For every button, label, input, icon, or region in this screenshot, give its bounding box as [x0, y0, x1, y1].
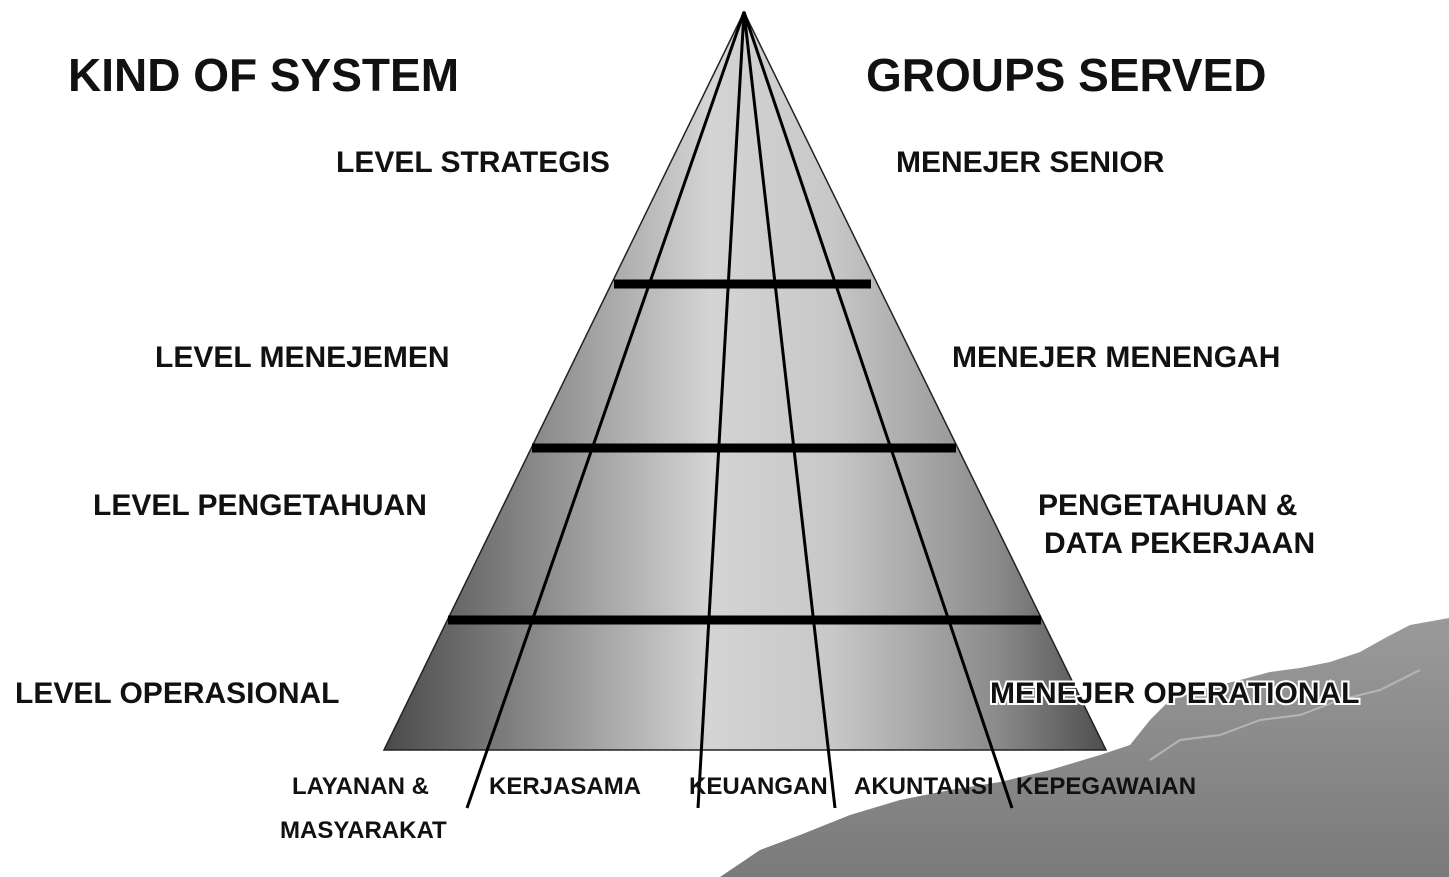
- level-menejemen: LEVEL MENEJEMEN: [155, 341, 450, 374]
- level-strategis: LEVEL STRATEGIS: [336, 146, 610, 179]
- pyramid-body: [382, 10, 1108, 751]
- level-operasional: LEVEL OPERASIONAL: [15, 677, 340, 710]
- pyramid-level-bands: [448, 279, 1041, 625]
- divider-line-4: [742, 11, 1014, 809]
- divider-line-3: [742, 11, 837, 809]
- dept-akuntansi: AKUNTANSI: [854, 773, 994, 800]
- group-pengetahuan-line1: PENGETAHUAN &: [1038, 489, 1297, 522]
- dept-kepegawaian: KEPEGAWAIAN: [1016, 773, 1196, 800]
- divider-line-2: [696, 11, 746, 809]
- header-groups-served: GROUPS SERVED: [866, 49, 1266, 101]
- dept-layanan-line2: MASYARAKAT: [280, 817, 447, 844]
- group-menejer-senior: MENEJER SENIOR: [896, 146, 1165, 179]
- group-pengetahuan-line2: DATA PEKERJAAN: [1044, 527, 1315, 560]
- dept-keuangan: KEUANGAN: [689, 773, 828, 800]
- mountain-background: [720, 618, 1449, 877]
- pyramid-dividers: [465, 11, 1014, 809]
- group-menejer-menengah: MENEJER MENENGAH: [952, 341, 1280, 374]
- group-menejer-operational: MENEJER OPERATIONAL: [990, 677, 1359, 710]
- level-pengetahuan: LEVEL PENGETAHUAN: [93, 489, 427, 522]
- mountain-ridge: [1149, 669, 1421, 761]
- dept-layanan-line1: LAYANAN &: [292, 773, 429, 800]
- header-kind-of-system: KIND OF SYSTEM: [68, 49, 459, 101]
- dept-kerjasama: KERJASAMA: [489, 773, 641, 800]
- divider-line-1: [465, 11, 746, 809]
